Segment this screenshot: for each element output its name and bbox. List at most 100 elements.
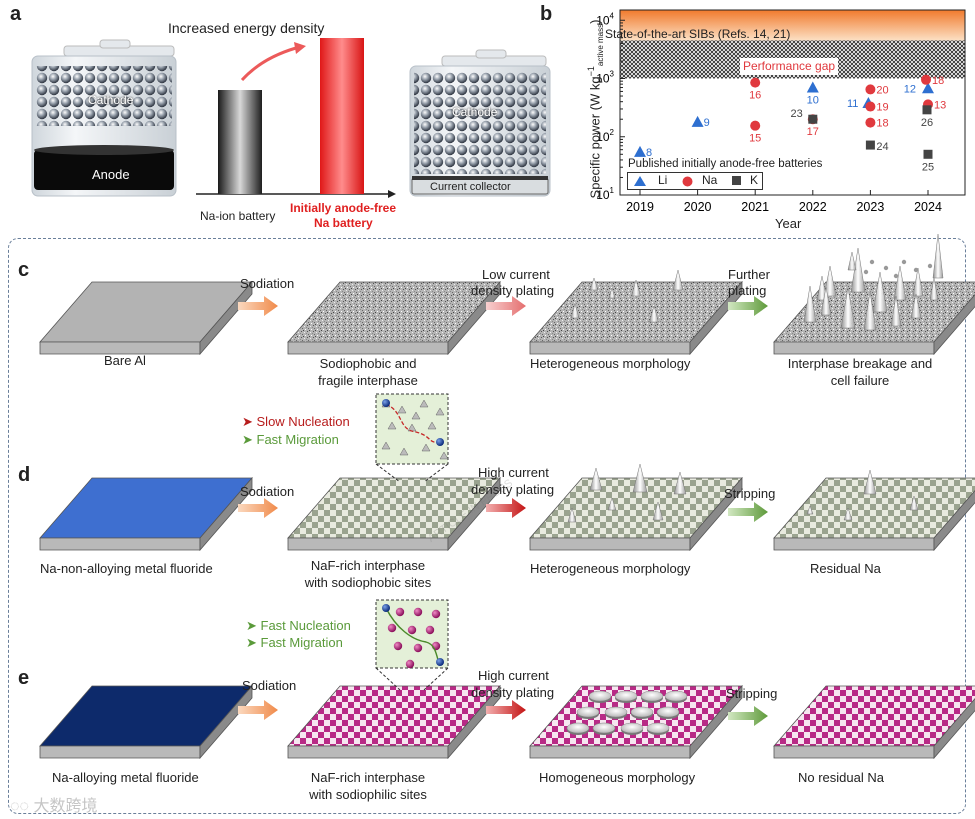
debris-particle (883, 265, 889, 271)
na-dendrite (863, 291, 877, 331)
e-step2-line2: with sodiophilic sites (309, 787, 427, 802)
e-arrow2-line2: density plating (471, 685, 555, 700)
e-arrow1 (238, 700, 278, 720)
point-ref-label: 11 (847, 98, 858, 110)
na-dendrite (823, 265, 837, 297)
point-ref-label: 25 (922, 161, 934, 173)
e-nucleation-inset (375, 599, 449, 691)
sib-banner (620, 10, 965, 41)
e-step3-label: Homogeneous morphology (539, 770, 696, 785)
legend-li-text: Li (658, 173, 668, 187)
inset-site-marker (435, 407, 445, 416)
c-arrow1-label: Sodiation (240, 276, 295, 291)
point-ref-label: 17 (807, 126, 819, 138)
point-ref-label: 9 (704, 117, 710, 129)
inset-na-atom (436, 658, 444, 666)
debris-particle (901, 259, 907, 265)
logo-icon: ◌◌ (10, 798, 34, 815)
na-deposit-disk (614, 690, 638, 702)
na-dendrite (843, 507, 853, 521)
na-ion-energy-bar (218, 90, 262, 194)
e-naf-slab (287, 684, 501, 760)
d-step2-line2: with sodiophobic sites (304, 575, 432, 590)
legend-na-text: Na (702, 173, 718, 187)
anode-label: Anode (92, 167, 130, 182)
na-dendrite (631, 279, 641, 297)
na-dendrite (607, 497, 617, 511)
inset-sodiophilic-site (387, 623, 397, 633)
debris-particle (927, 263, 933, 269)
x-tick-label: 2022 (799, 200, 827, 214)
e-arrow3 (728, 706, 768, 726)
d-arrow1-label: Sodiation (240, 484, 295, 499)
na-point (921, 74, 931, 85)
x-tick-label: 2023 (856, 200, 884, 214)
na-dendrite (567, 507, 577, 523)
li-point (634, 145, 646, 157)
li-point (806, 81, 819, 93)
e-fluoride-slab (39, 684, 253, 760)
d-note-fast-migration: ➤ Fast Migration (242, 432, 339, 447)
k-point (808, 114, 818, 124)
point-ref-label: 18 (932, 75, 944, 87)
li-point (691, 115, 704, 127)
c-arrow2-line1: Low current (482, 267, 550, 282)
inset-site-marker (387, 421, 397, 430)
e-note-fast-nucleation: ➤ Fast Nucleation (246, 618, 351, 633)
c-step4-line1: Interphase breakage and (787, 356, 933, 371)
d-note-slow-nucleation: ➤ Slow Nucleation (242, 414, 350, 429)
li-point (922, 82, 934, 94)
na-dendrite (803, 285, 817, 323)
na-deposit-disk (592, 722, 616, 734)
point-ref-label: 15 (749, 133, 761, 145)
c-step2-line2: fragile interphase (318, 373, 418, 388)
point-ref-label: 12 (904, 83, 916, 95)
e-stripping-slab (773, 685, 975, 760)
legend-na-marker (682, 176, 693, 187)
c-arrow3-line2: plating (728, 283, 767, 298)
point-ref-label: 24 (876, 141, 888, 153)
legend-li-marker (634, 176, 646, 186)
na-dendrite (672, 269, 684, 291)
na-ion-cell-illustration (31, 39, 177, 197)
debris-particle (913, 267, 919, 273)
e-arrow2-line1: High current (478, 668, 549, 683)
na-dendrite (652, 501, 664, 521)
na-dendrite (929, 277, 939, 301)
e-arrow1-label: Sodiation (242, 678, 297, 693)
k-point (923, 149, 933, 159)
panel-d-letter: d (18, 464, 31, 486)
d-arrow2-line1: High current (478, 465, 549, 480)
debris-particle (893, 273, 899, 279)
d-fluoride-slab (39, 476, 253, 552)
legend-box: Li Na K (627, 172, 763, 190)
na-dendrite (893, 265, 907, 301)
c-step4-line2: cell failure (830, 373, 890, 388)
na-point (865, 101, 876, 112)
na-point (750, 120, 761, 131)
energy-density-title: Increased energy density (168, 20, 325, 36)
e-arrow3-label: Stripping (726, 686, 778, 701)
inset-sodiophilic-site (405, 659, 415, 669)
na-dendrite (910, 293, 922, 319)
d-stripping-slab (773, 477, 975, 552)
d-step4-label: Residual Na (810, 561, 881, 576)
na-dendrite (806, 505, 814, 515)
current-collector-label: Current collector (430, 181, 511, 193)
performance-gap-label: Performance gap (740, 58, 839, 75)
inset-sodiophilic-site (425, 625, 435, 635)
point-ref-label: 19 (876, 102, 888, 114)
na-deposit-disk (640, 690, 664, 702)
inset-site-marker (411, 411, 421, 420)
d-step2-line1: NaF-rich interphase (310, 558, 426, 573)
d-naf-slab (287, 476, 501, 552)
c-failure-slab (773, 281, 975, 356)
inset-site-marker (381, 441, 391, 450)
anode-free-energy-bar (320, 38, 364, 194)
d-arrow3-label: Stripping (724, 486, 776, 501)
inset-sodiophilic-site (407, 625, 417, 635)
inset-sodiophilic-site (393, 641, 403, 651)
inset-sodiophilic-site (413, 607, 423, 617)
inset-migration-path (385, 607, 439, 661)
inset-migration-path (385, 403, 441, 443)
